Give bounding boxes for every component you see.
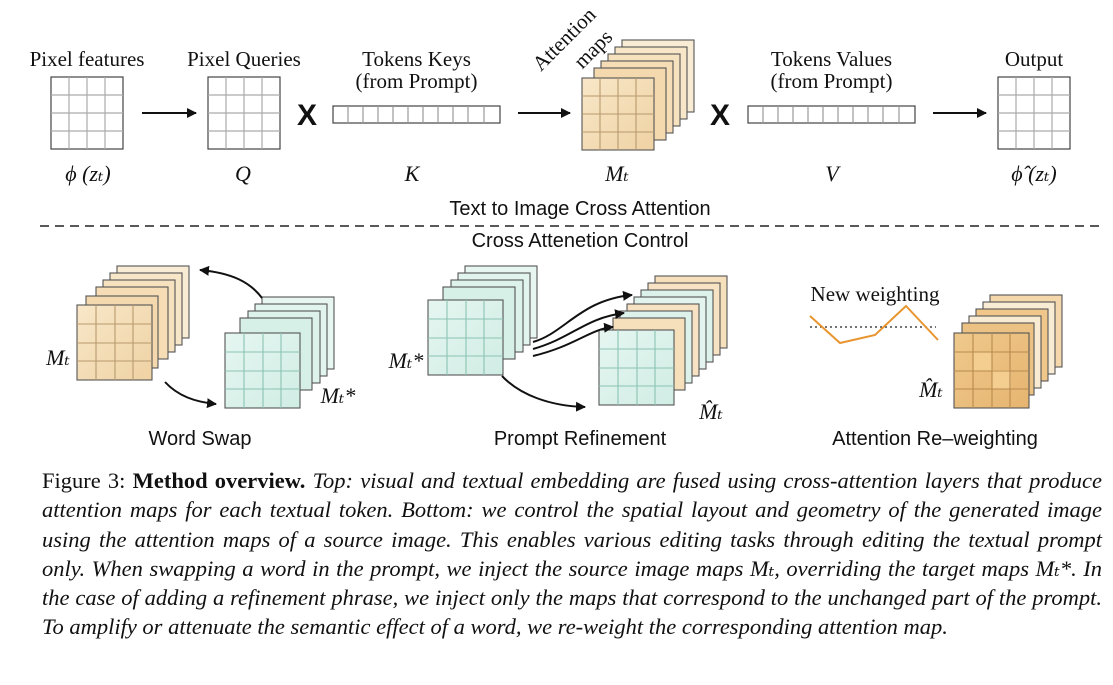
refinement-arrow-bottom (501, 375, 586, 412)
word-swap-source-stack (76, 265, 190, 381)
symbol-v: V (825, 161, 839, 186)
word-swap-target-stack (224, 296, 335, 409)
symbol-k: K (404, 161, 420, 186)
multiply-sign-2: X (710, 99, 731, 132)
label-word-swap: Word Swap (148, 428, 252, 450)
section-cross-attention: Text to Image Cross Attention (449, 198, 711, 220)
symbol-mt: Mₜ (605, 161, 629, 186)
weighting-curve (809, 304, 939, 345)
symbol-ws-mt-star: Mₜ* (320, 383, 356, 408)
caption-label: Figure 3: (42, 468, 126, 493)
caption-body: Top: visual and textual embedding are fu… (42, 468, 1102, 640)
label-tokens-keys-2: (from Prompt) (355, 69, 478, 93)
label-attention-reweighting: Attention Re–weighting (832, 428, 1038, 450)
caption-title: Method overview. (132, 468, 306, 493)
symbol-pr-mt-hat: M̂ₜ (699, 399, 723, 424)
refinement-result-stack (598, 275, 728, 406)
label-prompt-refinement: Prompt Refinement (493, 428, 667, 450)
figure-caption: Figure 3: Method overview. Top: visual a… (42, 466, 1102, 642)
tokens-keys-bar (332, 105, 501, 124)
refinement-arrow-1 (532, 290, 633, 343)
section-attention-control: Cross Attenetion Control (471, 230, 689, 252)
reweighted-maps-stack (953, 294, 1063, 409)
label-output: Output (1004, 47, 1064, 71)
symbol-q: Q (235, 161, 251, 186)
label-tokens-values-1: Tokens Values (770, 47, 893, 71)
refinement-arrow-3 (532, 322, 614, 357)
multiply-sign-1: X (297, 99, 318, 132)
attention-maps-stack (581, 39, 695, 151)
label-pixel-queries: Pixel Queries (187, 47, 301, 71)
figure-diagram (40, 39, 1100, 412)
label-tokens-values-2: (from Prompt) (770, 69, 893, 93)
tokens-values-bar (747, 105, 916, 124)
output-grid (997, 76, 1071, 150)
label-new-weighting: New weighting (810, 282, 940, 306)
label-pixel-features: Pixel features (29, 47, 145, 71)
refinement-source-stack (427, 265, 538, 376)
pixel-queries-grid (207, 76, 281, 150)
symbol-phi-hat: ϕ̂ (zₜ) (1011, 161, 1057, 186)
symbol-rw-mt-hat: M̂ₜ (919, 377, 943, 402)
pixel-features-grid (50, 76, 124, 150)
refinement-arrow-2 (532, 309, 625, 350)
symbol-pr-mt-star: Mₜ* (388, 348, 424, 373)
word-swap-arrow-up (199, 265, 263, 299)
word-swap-arrow-down (164, 381, 217, 409)
symbol-phi: ϕ (zₜ) (65, 161, 111, 186)
symbol-ws-mt: Mₜ (46, 345, 70, 370)
label-tokens-keys-1: Tokens Keys (362, 47, 471, 71)
